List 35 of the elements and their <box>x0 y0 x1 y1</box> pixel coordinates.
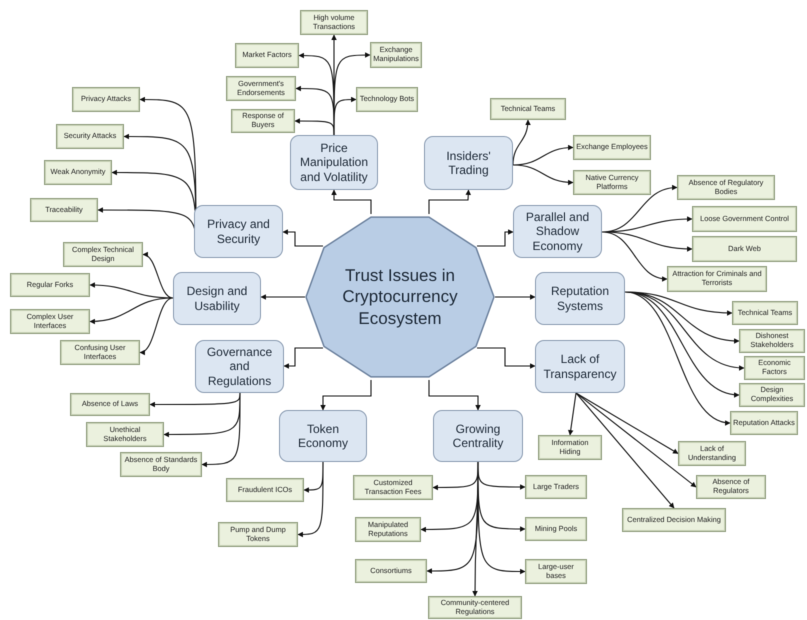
arrow <box>477 229 514 247</box>
arrow <box>602 231 668 282</box>
category-box: Reputation Systems <box>535 272 625 325</box>
arrow <box>282 229 323 247</box>
arrow <box>428 189 471 214</box>
arrow <box>624 291 731 425</box>
arrow <box>495 294 536 300</box>
category-box: Growing Centrality <box>433 410 523 462</box>
category-box: Token Economy <box>279 410 367 462</box>
category-box: Lack of Transparency <box>535 340 625 393</box>
arrow <box>260 294 305 300</box>
arrow <box>297 462 324 538</box>
arrow <box>283 347 323 369</box>
arrow <box>139 297 174 354</box>
arrow <box>576 392 678 454</box>
arrow <box>331 189 372 214</box>
category-box: Privacy and Security <box>194 205 283 258</box>
arrow <box>428 380 481 411</box>
arrow <box>576 392 696 488</box>
arrow <box>576 392 674 508</box>
arrow <box>142 253 174 299</box>
arrow <box>477 347 536 369</box>
category-box: Governance and Regulations <box>195 340 284 393</box>
arrow <box>294 118 335 135</box>
category-box: Price Manipulation and Volatility <box>290 135 378 190</box>
arrow <box>512 164 574 185</box>
arrow <box>201 393 241 468</box>
category-box: Design and Usability <box>173 272 261 325</box>
arrow <box>568 392 577 436</box>
category-box: Parallel and Shadow Economy <box>513 205 602 258</box>
arrow <box>472 462 479 597</box>
arrow <box>512 119 530 166</box>
arrow <box>320 380 372 411</box>
arrow <box>89 297 174 324</box>
category-box: Insiders' Trading <box>424 136 513 190</box>
